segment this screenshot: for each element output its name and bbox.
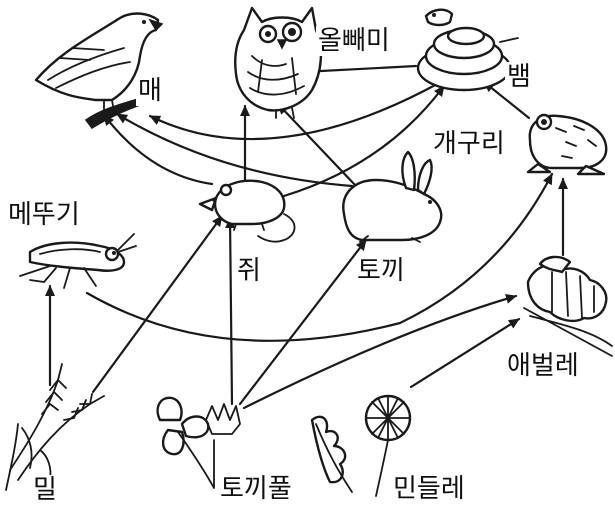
arrow-mouse-to-hawk — [102, 113, 214, 186]
wheat-figure — [5, 363, 105, 491]
arrow-clover-to-mouse — [225, 216, 236, 406]
clover-figure — [156, 396, 241, 489]
arrow-snake-to-owl — [300, 64, 418, 77]
arrow-rabbit-to-owl — [276, 102, 358, 188]
frog-figure — [526, 113, 608, 176]
arrow-grasshopper-to-frog — [85, 172, 554, 342]
label-grasshopper: 메뚜기 — [6, 200, 82, 230]
label-wheat: 밀 — [31, 475, 59, 505]
arrow-rabbit-to-hawk — [115, 112, 354, 188]
mouse-figure — [198, 179, 296, 243]
snake-figure — [416, 8, 519, 92]
rabbit-figure — [342, 150, 443, 243]
arrow-snake-to-hawk — [148, 81, 441, 141]
arrow-wheat-to-mouse — [91, 214, 224, 394]
label-hawk: 매 — [136, 76, 164, 106]
label-mouse: 쥐 — [235, 256, 263, 286]
caterpillar-figure — [523, 255, 613, 357]
arrow-mouse-to-snake — [282, 84, 446, 198]
arrow-dandelion-to-caterpillar — [409, 317, 521, 389]
label-rabbit: 토끼 — [355, 256, 407, 286]
hawk-figure — [34, 12, 164, 130]
grasshopper-figure — [19, 233, 137, 289]
arrows — [45, 64, 568, 410]
label-snake: 뱀 — [505, 62, 533, 92]
arrow-clover-to-caterpillar — [242, 294, 518, 410]
label-dandelion: 민들레 — [391, 474, 467, 504]
label-clover: 토끼풀 — [218, 474, 294, 504]
label-owl: 올빼미 — [316, 26, 392, 56]
arrow-clover-to-rabbit — [238, 238, 368, 406]
owl-figure — [234, 6, 323, 119]
label-frog: 개구리 — [431, 129, 507, 159]
dandelion-figure — [310, 394, 412, 497]
label-caterpillar: 애벌레 — [505, 351, 581, 381]
arrow-frog-to-snake — [482, 80, 531, 120]
